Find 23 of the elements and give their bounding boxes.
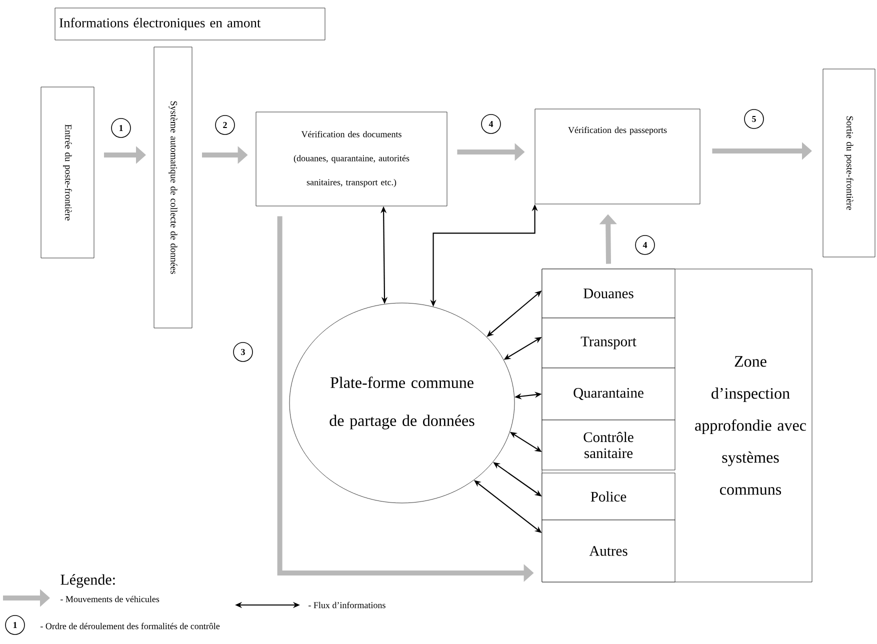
circled-number: 1 (5, 615, 25, 635)
circled-number: 3 (233, 342, 253, 362)
service-cell: Douanes (542, 268, 676, 318)
service-cell: Quarantaine (542, 368, 676, 420)
circled-number: 4 (481, 114, 501, 134)
entry-box: Entrée du poste-frontière (40, 86, 94, 258)
service-cell: Police (542, 472, 676, 520)
circled-number: 4 (635, 235, 655, 255)
legend-text: - Flux d’informations (308, 602, 386, 608)
header-box: Informations électroniques en amont (54, 8, 326, 40)
circled-number: 5 (744, 109, 764, 129)
circled-number: 2 (215, 115, 235, 135)
service-cell: Autres (542, 520, 676, 582)
legend-text: - Mouvements de véhicules (60, 596, 160, 602)
legend-title: Légende: (60, 574, 115, 588)
process-box: Vérification des documents (douanes, quarantaine, autorités sanitaires, transport etc.) (256, 112, 448, 206)
circled-number: 1 (111, 118, 131, 138)
process-box: Vérification des passeports (534, 108, 700, 204)
service-cell: Transport (542, 318, 676, 368)
legend-text: - Ordre de déroulement des formalités de contrôle (40, 622, 220, 630)
service-cell: Contrôle sanitaire (542, 420, 676, 470)
system-box: Système automatique de collecte de données (154, 46, 192, 328)
exit-box: Sortie du poste-frontière (822, 68, 876, 258)
